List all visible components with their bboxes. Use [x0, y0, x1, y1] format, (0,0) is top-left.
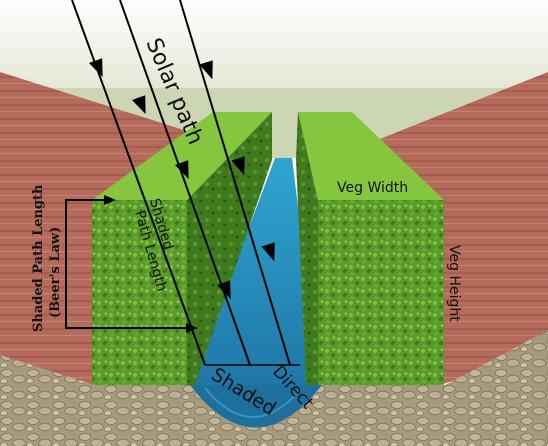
- right-roof-bank: [352, 72, 548, 385]
- veg-width-label: Veg Width: [337, 180, 408, 196]
- bracket-arrow-icon: [104, 195, 116, 205]
- arrow-icon: [199, 60, 213, 80]
- arrow-icon: [261, 242, 275, 262]
- left-veg-front: [92, 200, 187, 385]
- solar-rays: [71, 0, 291, 366]
- bracket-arrow-icon: [186, 323, 198, 333]
- solar-ray-2: [119, 0, 251, 366]
- arrow-icon: [89, 58, 103, 78]
- arrow-icon: [132, 95, 146, 115]
- beers-law-label-1: Shaded Path Length: [31, 184, 46, 332]
- beers-law-bracket: [65, 199, 190, 329]
- stream-channel-highlight: [204, 387, 301, 418]
- veg-height-label: Veg Height: [446, 245, 462, 322]
- beers-law-label-2: (Beer's Law): [48, 227, 63, 318]
- solar-ray-1: [71, 0, 206, 366]
- ray-arrowheads: [89, 58, 275, 300]
- right-veg-inner-side: [296, 112, 318, 385]
- arrow-icon: [231, 156, 245, 176]
- stream-water: [190, 158, 320, 385]
- arrow-icon: [217, 280, 231, 300]
- right-veg-top: [298, 112, 444, 200]
- right-veg-front: [318, 200, 444, 385]
- solar-ray-3: [179, 0, 291, 366]
- left-veg-inner-side: [187, 112, 272, 385]
- arrow-icon: [175, 160, 189, 180]
- stream-channel-section: [190, 385, 322, 428]
